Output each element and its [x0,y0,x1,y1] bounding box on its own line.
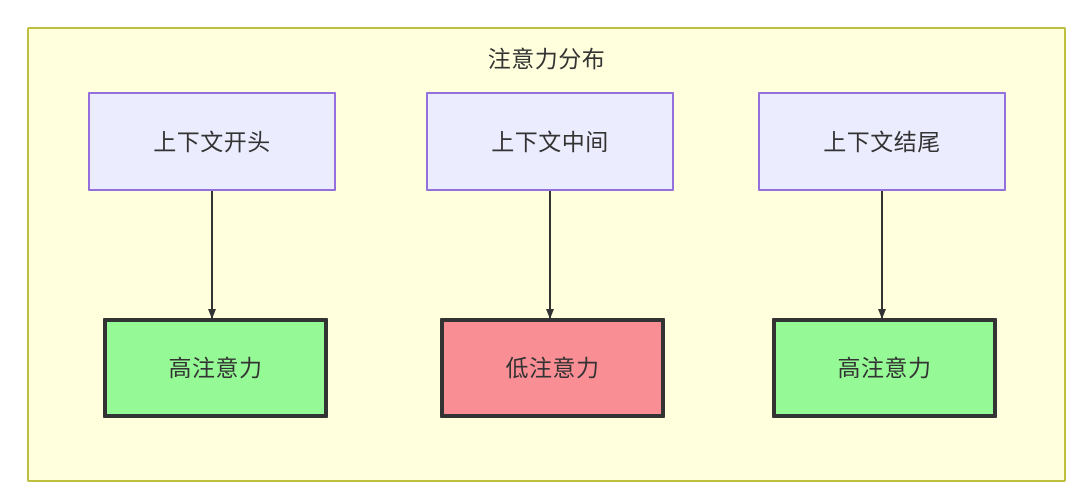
node-context-end[interactable]: 上下文结尾 [758,92,1006,191]
node-attention-end[interactable]: 高注意力 [772,318,997,418]
node-context-end-label: 上下文结尾 [823,128,941,155]
node-attention-end-label: 高注意力 [837,355,932,381]
subgraph-title: 注意力分布 [487,46,606,72]
node-context-start[interactable]: 上下文开头 [88,92,336,191]
node-context-middle[interactable]: 上下文中间 [426,92,674,191]
node-context-middle-label: 上下文中间 [491,128,609,155]
node-attention-start[interactable]: 高注意力 [103,318,328,418]
node-attention-start-label: 高注意力 [168,355,263,381]
node-attention-middle-label: 低注意力 [505,355,600,381]
node-attention-middle[interactable]: 低注意力 [440,318,665,418]
node-context-start-label: 上下文开头 [153,128,271,155]
